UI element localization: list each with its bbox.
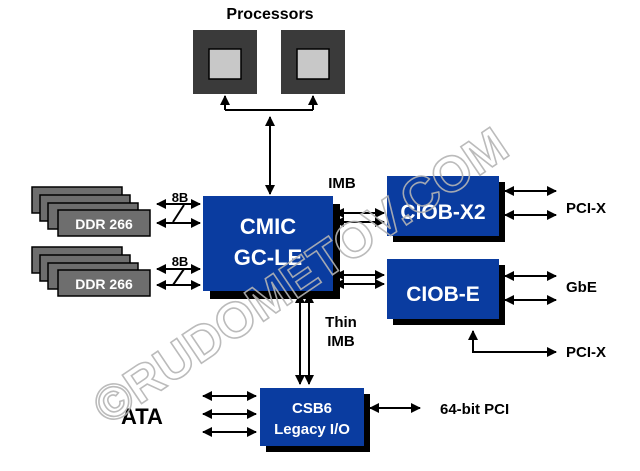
memory-width-1: 8B: [172, 190, 189, 205]
csb6-chip: CSB6 Legacy I/O: [260, 388, 370, 452]
thin-imb-label-line1: Thin: [325, 314, 357, 331]
processor-2: [281, 30, 345, 94]
thin-imb-label-line2: IMB: [327, 333, 355, 350]
memory-bank-1: DDR 266: [31, 186, 151, 237]
memory-bank-2: DDR 266: [31, 246, 151, 297]
ciob-x2-outputs: [504, 186, 557, 220]
ddr-label-1: DDR 266: [75, 216, 133, 232]
ciob-x2-chip: CIOB-X2: [387, 176, 505, 242]
processors-title: Processors: [226, 6, 313, 23]
processor-1: [193, 30, 257, 94]
ciob-e-pcix-label: PCI-X: [566, 344, 606, 361]
cmic-label-line2: GC-LE: [234, 245, 302, 270]
thin-imb-link: [295, 293, 314, 385]
memory-link-1: [156, 199, 201, 228]
ciob-x2-label: CIOB-X2: [400, 201, 485, 224]
csb6-label-line1: CSB6: [292, 400, 332, 417]
imb-label: IMB: [328, 175, 356, 192]
ciob-e-gbe-label: GbE: [566, 279, 597, 296]
cmic-label-line1: CMIC: [240, 214, 296, 239]
cmic-chip: CMIC GC-LE: [203, 196, 340, 299]
ciob-e-outputs: [468, 271, 557, 357]
memory-width-2: 8B: [172, 254, 189, 269]
ciob-e-label: CIOB-E: [406, 283, 480, 306]
ciob-e-chip: CIOB-E: [387, 259, 505, 325]
imb-link-ciob-e: [334, 270, 385, 289]
csb6-label-line2: Legacy I/O: [274, 421, 350, 438]
ciob-x2-output-label: PCI-X: [566, 200, 606, 217]
ddr-label-2: DDR 266: [75, 276, 133, 292]
pci64-label: 64-bit PCI: [440, 401, 509, 418]
processor-bus: [220, 95, 318, 195]
memory-link-2: [156, 264, 201, 290]
ata-label: ATA: [121, 404, 163, 429]
ata-links: [202, 391, 257, 437]
imb-link-ciob-x2: [334, 208, 385, 227]
